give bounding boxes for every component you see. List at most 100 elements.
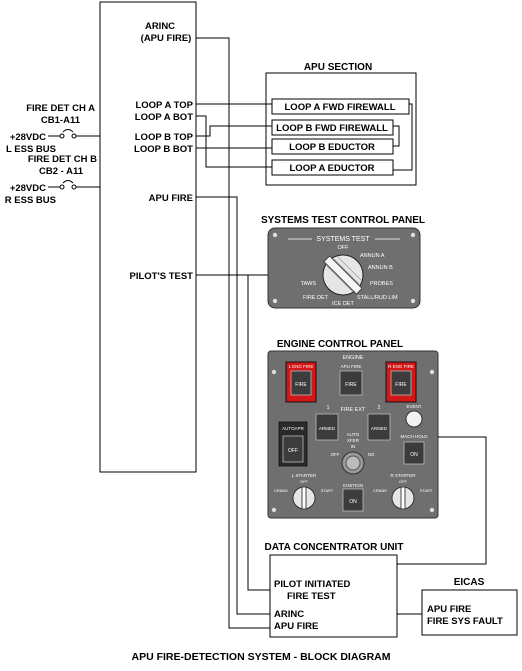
pos-stall: STALL/RUD LIM (357, 295, 398, 301)
l-starter-pointer (301, 486, 307, 510)
loop-b-top-wire (196, 125, 272, 137)
l-starter-start: START (321, 488, 334, 493)
fire-ext-2-armed-button[interactable] (367, 413, 391, 441)
loop-b-bot-label: LOOP B BOT (134, 144, 193, 155)
r-eng-fire-button[interactable] (390, 370, 412, 396)
apu-loop-box-2 (271, 119, 394, 136)
apu-loop-item-4: LOOP A EDUCTOR (290, 163, 375, 174)
arinc-label: ARINC (145, 21, 175, 32)
apu-fire-label: APU FIRE (149, 193, 193, 204)
loop-a-top-label: LOOP A TOP (135, 100, 193, 111)
pos-taws: TAWS (301, 281, 317, 287)
systems-test-panel: SYSTEMS TEST OFF ANNUN A ANNUN B PROBES … (267, 227, 421, 309)
screw-icon (271, 369, 277, 375)
pos-annun-b: ANNUN B (368, 265, 393, 271)
autoapr-off-text: OFF (288, 448, 298, 454)
fire-ext-2-label: 2 (378, 405, 381, 411)
apu-loop-item-3: LOOP B EDUCTOR (289, 142, 375, 153)
fire-ext-1-label: 1 (327, 405, 330, 411)
loop-a-return (393, 103, 413, 171)
r-starter-label: R STARTER (390, 473, 416, 478)
arinc-wire (196, 37, 270, 629)
ch-b-bus-label: R ESS BUS (5, 195, 56, 206)
auto-xfer-line1: AUTO (347, 432, 360, 437)
r-eng-fire-text: FIRE (395, 382, 407, 388)
armed-1-text: ARMED (319, 426, 336, 431)
apu-loop-item-1: LOOP A FWD FIREWALL (285, 102, 396, 113)
apu-fire-text: FIRE (345, 382, 357, 388)
auto-xfer-no: NO (368, 452, 375, 457)
pos-off: OFF (338, 245, 350, 251)
apu-loop-box-1 (271, 98, 410, 115)
autoapr-button[interactable] (282, 435, 304, 463)
autoapr-label: AUTOAPR (282, 426, 304, 431)
ch-b-cb-label: CB2 - A11 (39, 166, 84, 177)
auto-xfer-line3: IN (351, 444, 356, 449)
apu-fire-button[interactable] (339, 370, 363, 396)
r-eng-fire-label: R ENG FIRE (388, 364, 414, 369)
dcu-pilot-line2: FIRE TEST (287, 591, 336, 602)
dcu-pilot-line1: PILOT INITIATED (274, 579, 350, 590)
screw-icon (429, 507, 435, 513)
l-eng-fire-text: FIRE (295, 382, 307, 388)
apu-section-title: APU SECTION (304, 62, 372, 73)
ignition-label: IGNITION (343, 483, 363, 488)
screw-icon (272, 232, 278, 238)
pilots-test-label: PILOT'S TEST (130, 271, 194, 282)
systems-test-panel-title: SYSTEMS TEST CONTROL PANEL (261, 215, 425, 226)
mach-hold-on-text: ON (410, 452, 418, 458)
engine-panel-title: ENGINE CONTROL PANEL (277, 339, 403, 350)
diagram-caption: APU FIRE-DETECTION SYSTEM - BLOCK DIAGRA… (132, 651, 391, 663)
ignition-button[interactable] (342, 488, 364, 512)
fire-ext-label: FIRE EXT (341, 407, 366, 413)
cb-a-contact-right (71, 133, 77, 139)
main-unit-labels: ARINC (APU FIRE) LOOP A TOP LOOP A BOT L… (130, 21, 194, 282)
apu-fire-panel-label: APU FIRE (341, 364, 362, 369)
loop-a-bot-wire (196, 115, 272, 168)
pilot-test-to-dcu-wire (247, 275, 270, 591)
arinc-apu-fire-label: (APU FIRE) (141, 33, 192, 44)
apu-loop-item-2: LOOP B FWD FIREWALL (276, 123, 388, 134)
loop-a-bot-label: LOOP A BOT (135, 112, 193, 123)
mach-hold-label: MACH HOLD (400, 434, 428, 439)
screw-icon (271, 507, 277, 513)
eicas-title: EICAS (454, 577, 485, 588)
r-starter-crank: CRANK (373, 488, 387, 493)
cb-a-contact-left (59, 133, 65, 139)
ch-a-voltage-label: +28VDC (10, 132, 46, 143)
screw-icon (429, 369, 435, 375)
screw-icon (272, 298, 278, 304)
loop-b-return (393, 125, 400, 147)
fire-ext-1-armed-button[interactable] (315, 413, 339, 441)
r-starter-pointer (400, 486, 406, 510)
eicas-line2: FIRE SYS FAULT (427, 616, 503, 627)
ch-b-voltage-label: +28VDC (10, 183, 46, 194)
mach-hold-button[interactable] (403, 441, 425, 465)
fire-detection-unit-box (99, 1, 197, 473)
auto-xfer-line2: XFER (347, 438, 360, 443)
event-label: EVENT (406, 404, 421, 409)
auto-xfer-knob-center (345, 455, 361, 471)
left-power-inputs: FIRE DET CH A CB1-A11 +28VDC L ESS BUS F… (5, 103, 100, 206)
cb-b-contact-left (59, 184, 65, 190)
ch-a-label: FIRE DET CH A (26, 103, 95, 114)
cb-b-arc (62, 180, 74, 184)
engine-panel-to-dcu-wire (397, 436, 487, 565)
eicas-line1: APU FIRE (427, 604, 471, 615)
event-button[interactable] (405, 410, 423, 428)
apu-fire-wire (196, 196, 270, 615)
dcu-arinc: ARINC (274, 609, 304, 620)
pos-ice: ICE DET (332, 301, 354, 307)
r-starter-off: OFF (399, 479, 408, 484)
ch-a-cb-label: CB1-A11 (41, 115, 81, 126)
l-eng-fire-button[interactable] (290, 370, 312, 396)
cb-b-contact-right (71, 184, 77, 190)
auto-xfer-off: OFF (331, 452, 340, 457)
engine-control-panel: ENGINE L ENG FIRE FIRE APU FIRE FIRE R E… (267, 350, 439, 519)
screw-icon (410, 232, 416, 238)
ignition-on-text: ON (349, 499, 357, 505)
loop-b-top-label: LOOP B TOP (135, 132, 194, 143)
dcu-box (269, 554, 398, 638)
r-starter-start: START (420, 488, 433, 493)
